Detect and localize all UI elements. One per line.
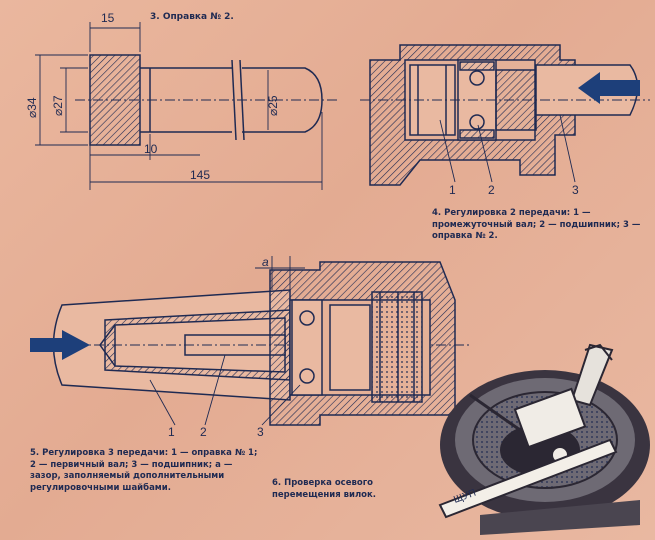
fig4-caption: 4. Регулировка 2 передачи: 1 — промежуто… bbox=[432, 208, 641, 241]
fig3-dim-d27: ⌀27 bbox=[51, 95, 65, 116]
fig3-dim-10: 10 bbox=[144, 142, 158, 156]
fig6-caption: 6. Проверка осевого перемещения вилок. bbox=[272, 478, 377, 500]
fig5-push-arrow-icon bbox=[30, 330, 90, 360]
fig4-callout-1: 1 bbox=[449, 183, 456, 197]
fig3-dim-15: 15 bbox=[101, 11, 115, 25]
fig5-caption: 5. Регулировка 3 передачи: 1 — оправка №… bbox=[30, 448, 258, 493]
fig3-dim-d25: ⌀25 bbox=[266, 95, 280, 116]
fig4-gear2-drawing bbox=[360, 44, 650, 186]
fig3-dim-d34: ⌀34 bbox=[25, 97, 39, 118]
fig3-caption: 3. Оправка № 2. bbox=[150, 12, 234, 22]
fig4-push-arrow-icon bbox=[578, 72, 640, 104]
fig5-gear3-drawing bbox=[40, 256, 470, 426]
fig3-dim-145: 145 bbox=[190, 168, 210, 182]
fig5-callout-3: 3 bbox=[257, 425, 264, 439]
fig6-photo bbox=[438, 343, 650, 535]
fig4-callout-3: 3 bbox=[572, 183, 579, 197]
fig5-callout-2: 2 bbox=[200, 425, 207, 439]
fig3-mandrel-drawing bbox=[35, 22, 340, 190]
fig5-gap-label: a bbox=[262, 255, 269, 269]
fig5-callout-1: 1 bbox=[168, 425, 175, 439]
fig4-callout-2: 2 bbox=[488, 183, 495, 197]
